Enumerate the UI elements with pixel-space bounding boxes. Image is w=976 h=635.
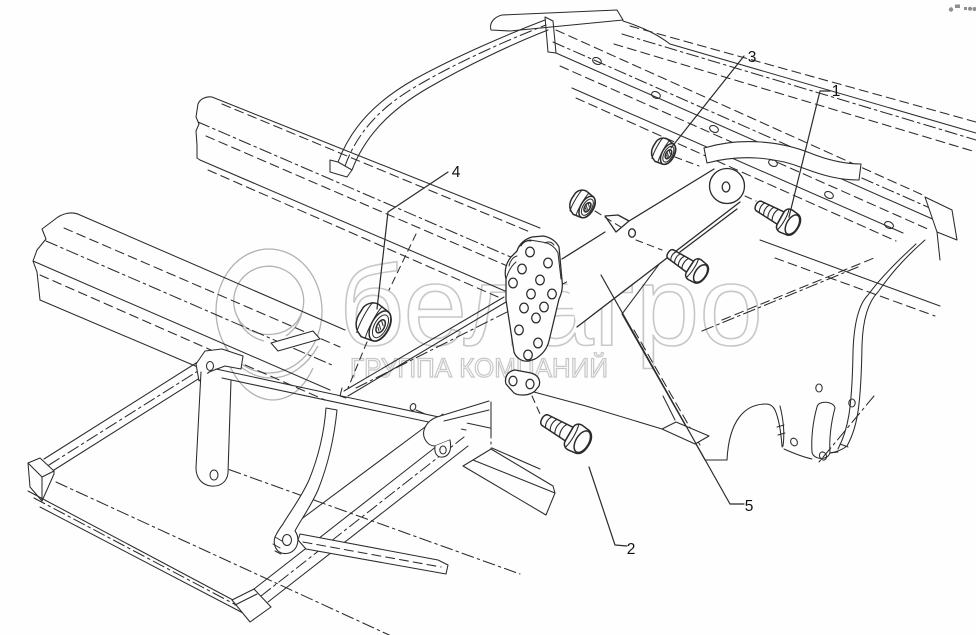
- svg-text:5: 5: [745, 498, 754, 515]
- svg-text:4: 4: [452, 164, 461, 181]
- svg-text:2: 2: [627, 541, 636, 558]
- svg-text:1: 1: [832, 83, 841, 100]
- svg-text:3: 3: [748, 49, 757, 66]
- svg-text:ГРУППА КОМПАНИЙ: ГРУППА КОМПАНИЙ: [350, 352, 608, 383]
